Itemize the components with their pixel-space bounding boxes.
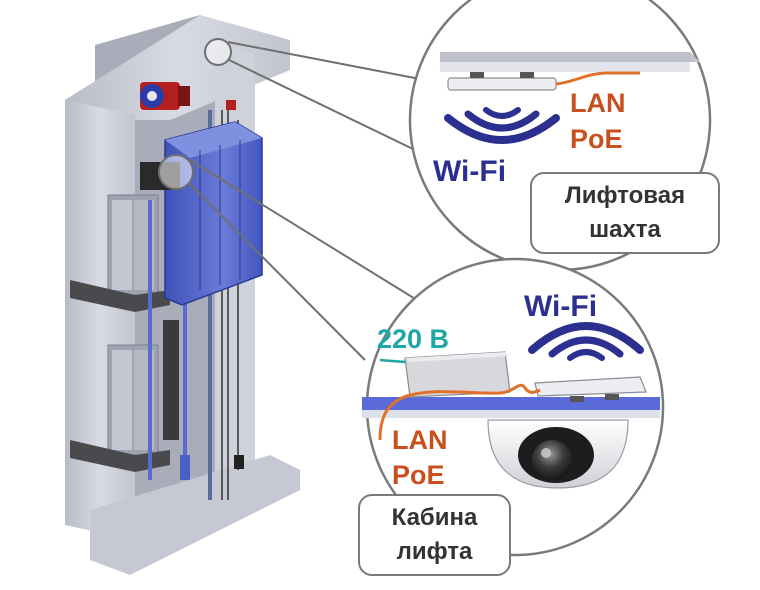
voltage-label: 220 В (377, 324, 450, 354)
cabin-callout-line1: Кабина (391, 504, 478, 531)
cabin-wifi-signal-icon (528, 322, 644, 361)
shaft-callout-line2: шахта (589, 216, 661, 243)
dome-camera-icon (487, 419, 629, 489)
shaft-wifi-label: Wi-Fi (433, 155, 507, 188)
shaft-callout: Лифтовая шахта (530, 172, 720, 254)
cabin-poe-label: PoE (392, 460, 445, 490)
cabin-detail-circle (362, 257, 665, 557)
shaft-lan-label: LAN (570, 88, 626, 118)
wifi-signal-icon (444, 107, 560, 144)
power-supply-icon (404, 351, 511, 398)
shaft-poe-label: PoE (570, 124, 623, 154)
cabin-callout: Кабина лифта (358, 494, 511, 576)
shaft-callout-line1: Лифтовая (564, 182, 686, 209)
cabin-callout-line2: лифта (396, 538, 473, 565)
cabin-lan-label: LAN (392, 425, 448, 455)
zoom-connectors (158, 38, 426, 361)
cabin-wifi-label: Wi-Fi (524, 290, 598, 323)
elevator-shaft (65, 15, 300, 575)
